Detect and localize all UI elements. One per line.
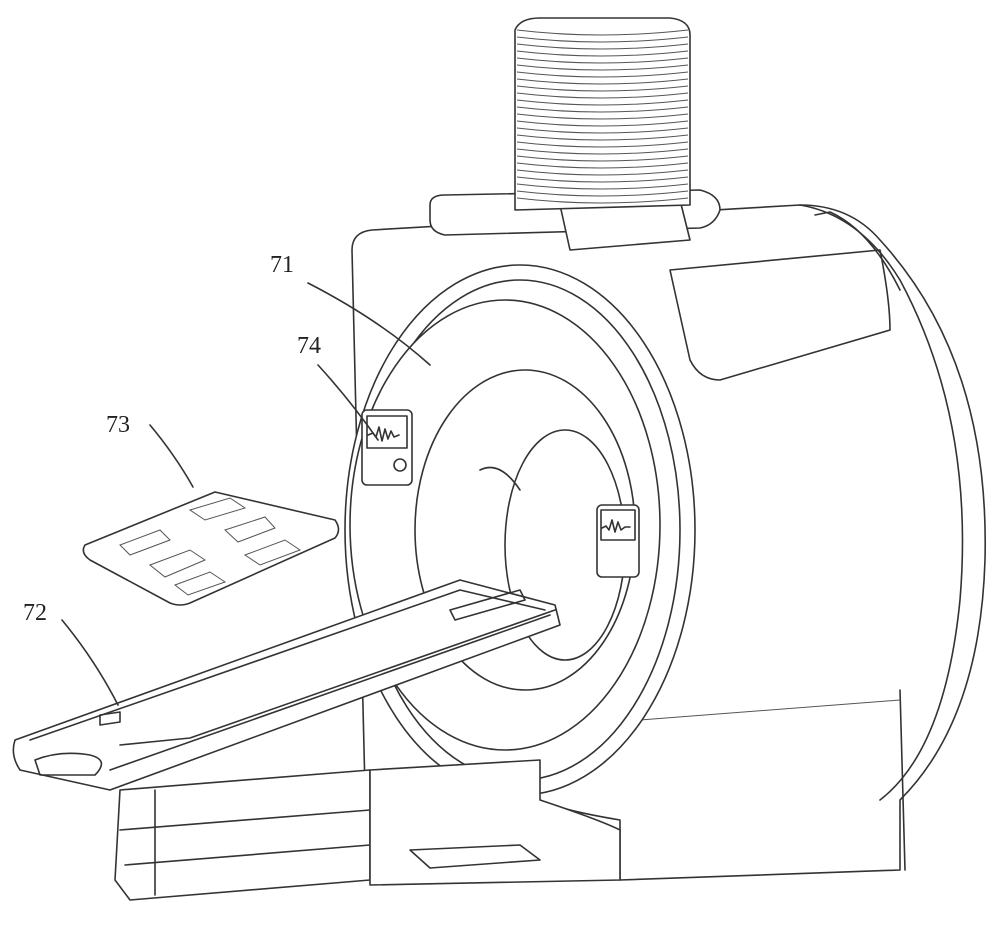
label-74: 74 <box>297 333 321 360</box>
leader-72 <box>62 620 118 705</box>
display-panel-right <box>597 505 639 577</box>
surface-coil <box>83 492 338 605</box>
label-72: 72 <box>23 600 47 627</box>
display-panel-left <box>362 410 412 485</box>
label-71: 71 <box>270 252 294 279</box>
bore-rings <box>345 265 695 795</box>
leader-73 <box>150 425 193 487</box>
label-73: 73 <box>106 412 130 439</box>
chimney-coil-stack <box>515 18 690 210</box>
